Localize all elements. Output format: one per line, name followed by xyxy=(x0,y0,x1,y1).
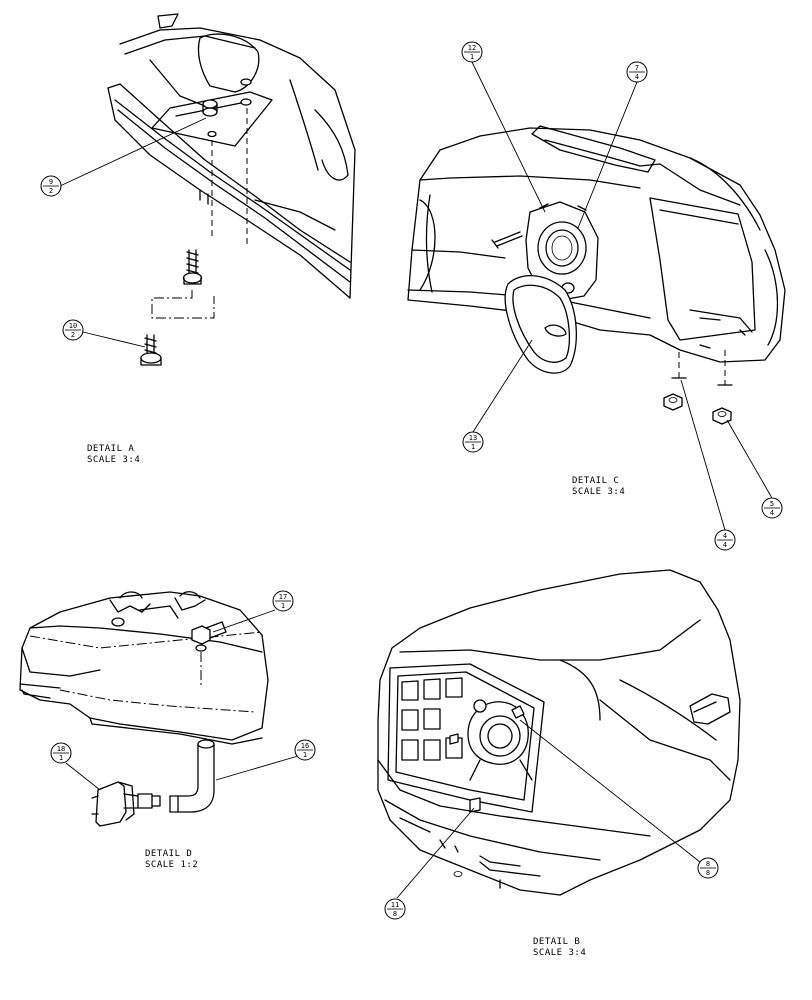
callout-d-17: 17 1 xyxy=(272,590,294,612)
callout-qty: 2 xyxy=(49,187,53,195)
detail-d-caption: DETAIL D SCALE 1:2 xyxy=(145,849,198,870)
detail-c-scale: SCALE 3:4 xyxy=(572,487,625,497)
callout-qty: 4 xyxy=(770,509,774,517)
detail-b-drawing xyxy=(377,569,741,899)
detail-b-scale: SCALE 3:4 xyxy=(533,948,586,958)
callout-qty: 8 xyxy=(393,910,397,918)
detail-b-caption: DETAIL B SCALE 3:4 xyxy=(533,937,586,958)
callout-c-7: 7 4 xyxy=(626,61,648,83)
callout-item: 4 xyxy=(723,532,727,540)
detail-c-title: DETAIL C xyxy=(572,476,619,486)
callout-item: 7 xyxy=(635,64,639,72)
callout-qty: 2 xyxy=(71,331,75,339)
callout-item: 11 xyxy=(391,901,399,909)
callout-d-16: 16 1 xyxy=(294,739,316,761)
callout-item: 17 xyxy=(279,593,287,601)
callout-c-4: 4 4 xyxy=(714,529,736,551)
callout-item: 13 xyxy=(469,434,477,442)
detail-a-title: DETAIL A xyxy=(87,444,134,454)
callout-qty: 1 xyxy=(303,751,307,759)
detail-d-title: DETAIL D xyxy=(145,849,192,859)
detail-a-scale: SCALE 3:4 xyxy=(87,455,140,465)
callout-item: 16 xyxy=(301,742,309,750)
callout-qty: 1 xyxy=(471,443,475,451)
callout-qty: 4 xyxy=(635,73,639,81)
callout-c-13: 13 1 xyxy=(462,431,484,453)
detail-a-caption: DETAIL A SCALE 3:4 xyxy=(87,444,140,465)
callout-qty: 1 xyxy=(59,754,63,762)
callout-qty: 1 xyxy=(281,602,285,610)
detail-d-scale: SCALE 1:2 xyxy=(145,860,198,870)
callout-item: 18 xyxy=(57,745,65,753)
callout-b-11: 11 8 xyxy=(384,898,406,920)
detail-c-drawing xyxy=(407,61,786,531)
callout-item: 8 xyxy=(706,860,710,868)
callout-d-18: 18 1 xyxy=(50,742,72,764)
callout-qty: 8 xyxy=(706,869,710,877)
callout-item: 9 xyxy=(49,178,53,186)
callout-a-9: 9 2 xyxy=(40,175,62,197)
callout-a-10: 10 2 xyxy=(62,319,84,341)
detail-c-caption: DETAIL C SCALE 3:4 xyxy=(572,476,625,497)
detail-a-drawing xyxy=(59,13,356,366)
callout-item: 5 xyxy=(770,500,774,508)
callout-item: 12 xyxy=(468,44,476,52)
callout-qty: 4 xyxy=(723,541,727,549)
detail-d-drawing xyxy=(19,591,299,827)
detail-b-title: DETAIL B xyxy=(533,937,580,947)
callout-qty: 1 xyxy=(470,53,474,61)
callout-item: 10 xyxy=(69,322,77,330)
callout-c-5: 5 4 xyxy=(761,497,783,519)
callout-b-8: 8 8 xyxy=(697,857,719,879)
callout-c-12: 12 1 xyxy=(461,41,483,63)
